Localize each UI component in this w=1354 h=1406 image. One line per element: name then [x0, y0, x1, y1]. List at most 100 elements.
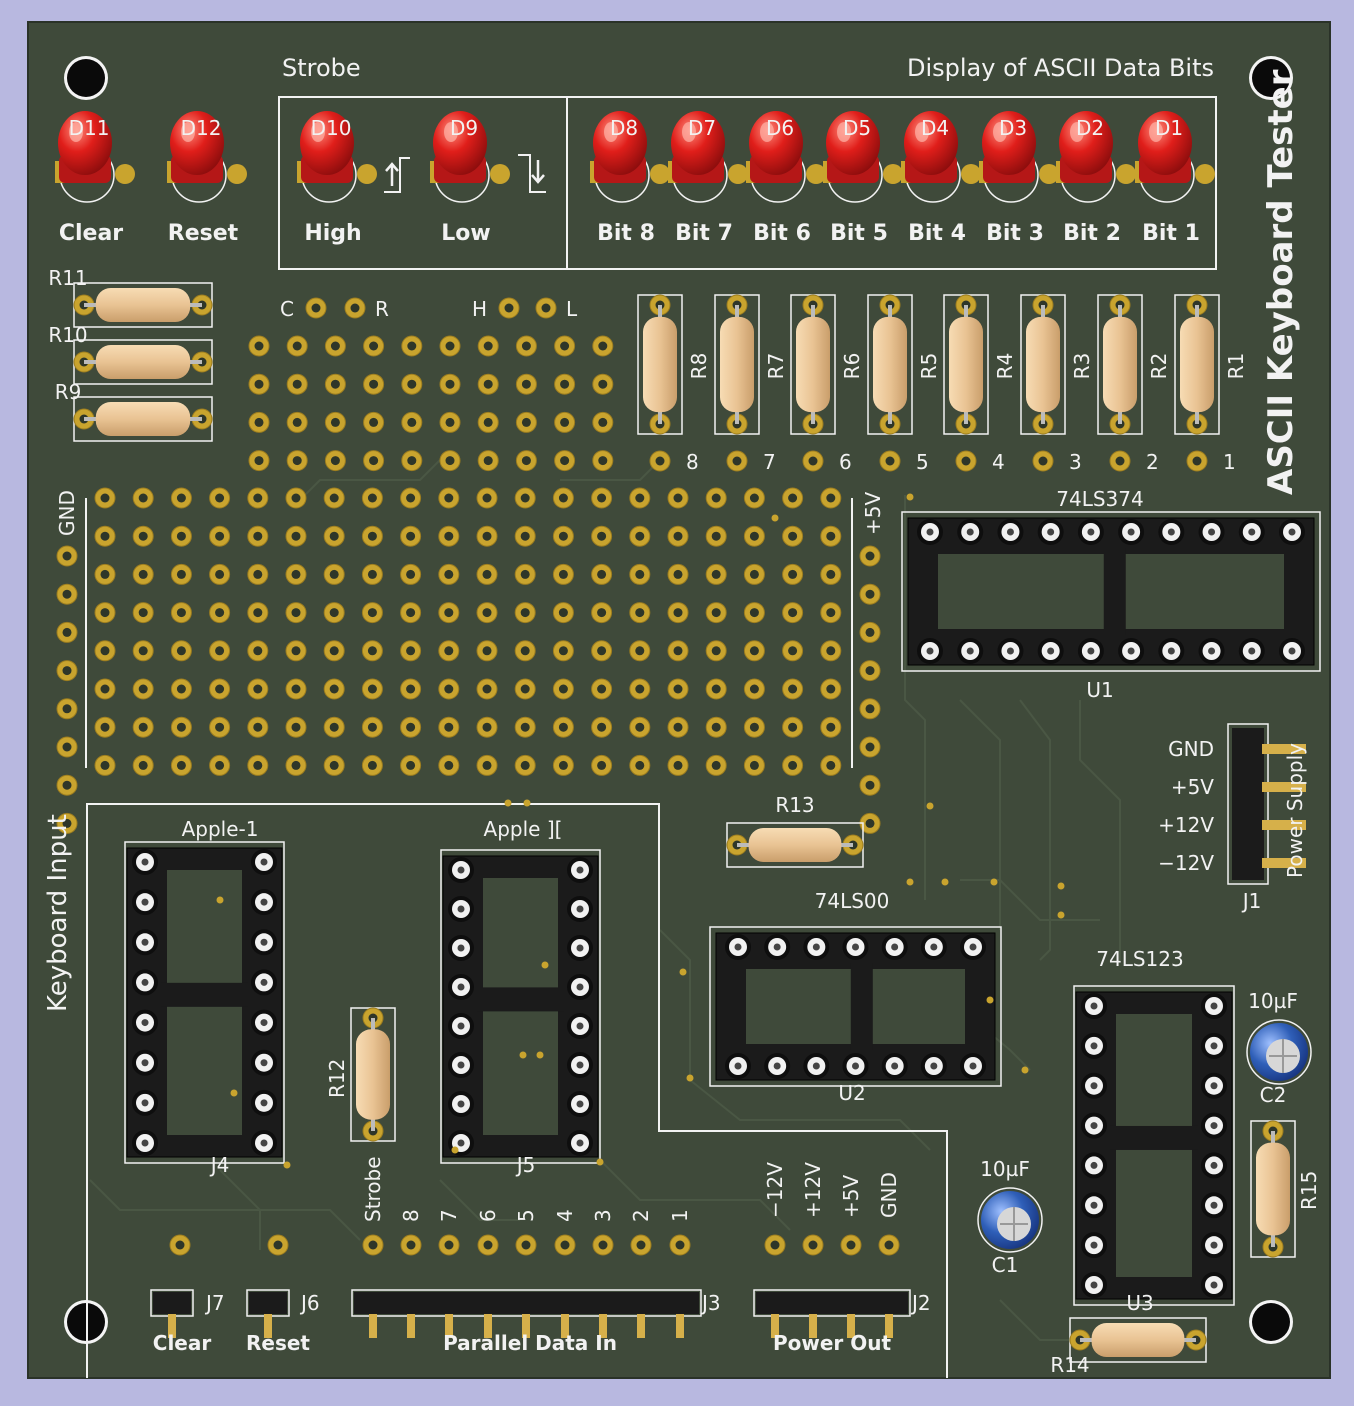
proto-pad-drill	[445, 456, 455, 466]
bit-pad	[726, 450, 748, 472]
ic-socket-u1-pin-hole	[1127, 528, 1135, 536]
ic-socket-u2-pin-hole	[891, 1062, 899, 1070]
via-13	[1021, 1066, 1029, 1074]
ic-socket-u1-pin	[1037, 638, 1064, 664]
proto-pad-drill	[253, 531, 263, 541]
ic-socket-u2-pin	[725, 1053, 751, 1079]
proto-pad-drill	[597, 760, 607, 770]
plus5-rail-pad	[859, 698, 881, 720]
proto-pad	[552, 678, 574, 700]
c1-ref-label: C1	[992, 1253, 1019, 1277]
socket-j4-pin	[251, 849, 277, 875]
proto-pad-drill	[558, 646, 568, 656]
proto-pad-drill	[635, 646, 645, 656]
trace-9	[219, 1169, 261, 1250]
proto-pad	[439, 373, 461, 395]
bit-pad-label: 3	[1069, 450, 1082, 474]
power-pin-label: −12V	[763, 1162, 787, 1218]
ic-socket-u1-pin	[957, 638, 984, 664]
plus5-rail-pad-drill	[865, 780, 875, 790]
proto-pad	[667, 563, 689, 585]
socket-j4-rib	[161, 982, 248, 1007]
ic-socket-u3-pin	[1201, 1072, 1227, 1099]
proto-pad	[477, 335, 499, 357]
proto-pad-drill	[826, 684, 836, 694]
j7-pad	[169, 1234, 191, 1256]
socket-j5-pin	[448, 857, 474, 883]
proto-pad-drill	[176, 684, 186, 694]
proto-pad-drill	[483, 417, 493, 427]
ic-socket-u3-pin-hole	[1210, 1122, 1218, 1130]
proto-pad	[591, 487, 613, 509]
proto-pad-drill	[215, 608, 225, 618]
resistor-r6	[790, 294, 836, 435]
ic-socket-u3-pin	[1201, 1272, 1227, 1298]
ic-socket-u2-pin	[960, 1053, 986, 1079]
proto-pad-drill	[291, 493, 301, 503]
resistor-r1-body	[1180, 316, 1214, 413]
proto-pad	[554, 411, 576, 433]
j1-pin	[1262, 820, 1306, 830]
trace-13	[960, 879, 1100, 921]
socket-j4-pin-hole	[141, 1019, 149, 1027]
proto-pad	[439, 450, 461, 472]
proto-pad	[438, 754, 460, 776]
proto-pad	[285, 678, 307, 700]
strobe-section-title: Strobe	[282, 54, 361, 82]
parallel-pin-label: 5	[514, 1209, 538, 1222]
proto-pad	[400, 754, 422, 776]
keyboard-input-box	[86, 803, 948, 1378]
proto-pad-drill	[253, 684, 263, 694]
ic-socket-u3-pin	[1201, 1152, 1227, 1179]
via-20	[596, 1158, 604, 1166]
j1-body	[1232, 728, 1264, 880]
proto-pad-drill	[100, 722, 110, 732]
proto-pad	[743, 525, 765, 547]
ic-socket-u1	[901, 511, 1321, 672]
ic-socket-u2-pin	[803, 934, 830, 960]
proto-pad-drill	[673, 531, 683, 541]
proto-pad-drill	[367, 569, 377, 579]
proto-pad	[247, 640, 269, 662]
led-function-label: Bit 5	[830, 221, 888, 246]
resistor-ref-label: R9	[55, 380, 82, 404]
gnd-rail-pad-drill	[62, 666, 72, 676]
resistor-r11-body	[95, 288, 191, 322]
proto-pad	[132, 754, 154, 776]
proto-pad-drill	[826, 646, 836, 656]
proto-pad	[592, 450, 614, 472]
ic-socket-u3-pin-hole	[1090, 1082, 1098, 1090]
proto-pad-drill	[482, 646, 492, 656]
copper-traces	[89, 459, 1121, 1341]
proto-pad	[285, 640, 307, 662]
j3-ref-label: J3	[700, 1291, 721, 1315]
ic-socket-u1-pin	[1077, 638, 1104, 664]
capacitor-c2	[1246, 1019, 1312, 1085]
proto-pad	[705, 602, 727, 624]
power-pin-label: +5V	[839, 1175, 863, 1218]
proto-pad-drill	[788, 493, 798, 503]
plus5-rail-pad-drill	[865, 589, 875, 599]
ic-socket-u2-pin	[881, 1053, 908, 1079]
ic-socket-u2-pin	[764, 1053, 791, 1079]
proto-pad-drill	[520, 684, 530, 694]
ic-socket-u2-pin	[920, 934, 947, 960]
proto-pad	[667, 678, 689, 700]
led-ref-label: D12	[181, 116, 222, 140]
parallel-pin-pad	[477, 1234, 499, 1256]
ic-socket-u2-courtyard	[709, 926, 1002, 1087]
proto-pad	[820, 640, 842, 662]
proto-pad	[361, 716, 383, 738]
proto-pad-drill	[635, 608, 645, 618]
proto-pad-drill	[826, 569, 836, 579]
proto-pad	[476, 716, 498, 738]
proto-pad-drill	[253, 760, 263, 770]
testpoint-h-label: H	[472, 297, 487, 321]
ic-socket-u1-pin	[957, 519, 984, 545]
proto-pad	[514, 525, 536, 547]
header-j3-pin	[599, 1314, 607, 1338]
parallel-pin-pad	[362, 1234, 384, 1256]
ic-socket-u1-pin	[1198, 519, 1225, 545]
